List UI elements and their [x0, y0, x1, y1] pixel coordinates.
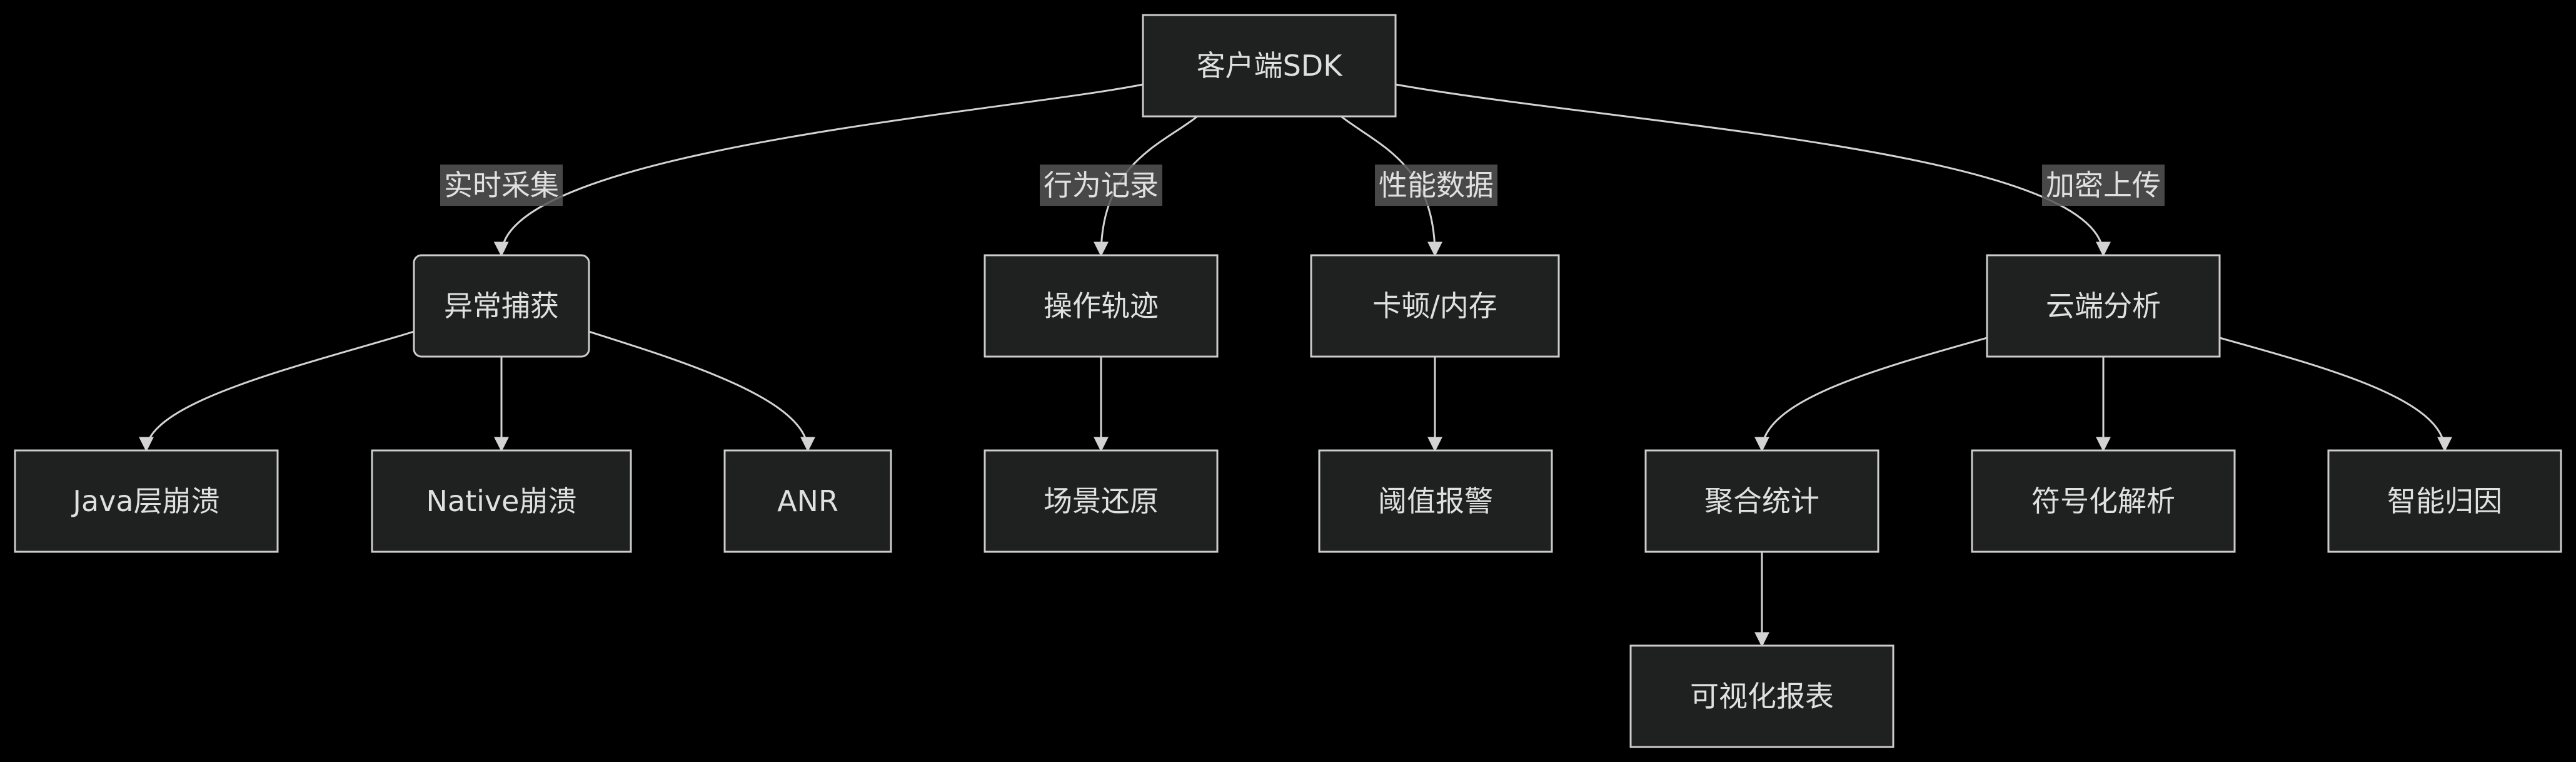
node-cloud: 云端分析 — [1986, 254, 2221, 358]
edges-layer — [139, 83, 2452, 648]
edge-exception-to-java — [139, 330, 415, 452]
node-anr-label: ANR — [777, 484, 838, 518]
node-java-label: Java层崩溃 — [71, 484, 219, 518]
node-sdk-label: 客户端SDK — [1197, 49, 1344, 83]
node-java: Java层崩溃 — [14, 449, 279, 553]
node-exception-label: 异常捕获 — [444, 289, 559, 323]
edge-label-background — [1375, 165, 1497, 206]
node-scene-label: 场景还原 — [1044, 484, 1159, 518]
edge-sdk-to-perf — [1341, 115, 1442, 257]
node-symbol-box — [1971, 449, 2236, 553]
edge-label-sdk-to-ops: 行为记录 — [1040, 165, 1162, 206]
node-threshold-label: 阈值报警 — [1378, 484, 1493, 518]
node-attribution-label: 智能归因 — [2387, 484, 2502, 518]
edge-label-sdk-to-exception: 实时采集 — [440, 165, 563, 206]
edge-exception-to-anr — [588, 330, 815, 452]
node-native-box — [371, 449, 632, 553]
edge-sdk-to-cloud — [1395, 83, 2111, 257]
node-ops-box — [984, 254, 1219, 358]
node-threshold-box — [1318, 449, 1553, 553]
node-agg-box — [1644, 449, 1879, 553]
node-native: Native崩溃 — [371, 449, 632, 553]
node-exception: 异常捕获 — [413, 254, 590, 358]
edge-cloud-to-agg — [1754, 337, 1988, 452]
node-attribution: 智能归因 — [2327, 449, 2562, 553]
edge-label-sdk-to-cloud: 加密上传 — [2042, 165, 2165, 206]
edge-labels-layer: 实时采集 行为记录 性能数据 加密上传 — [440, 165, 2165, 206]
node-threshold: 阈值报警 — [1318, 449, 1553, 553]
node-agg: 聚合统计 — [1644, 449, 1879, 553]
nodes-layer: 客户端SDK 异常捕获 操作轨迹 卡顿/内存 云端分析 Java层崩溃 Native崩溃 AN… — [14, 14, 2562, 748]
node-scene: 场景还原 — [984, 449, 1219, 553]
edge-label-background — [1040, 165, 1162, 206]
node-perf-box — [1310, 254, 1560, 358]
node-report-label: 可视化报表 — [1690, 679, 1834, 713]
node-symbol: 符号化解析 — [1971, 449, 2236, 553]
edge-label-sdk-to-perf: 性能数据 — [1375, 165, 1497, 206]
node-sdk-box — [1142, 14, 1397, 118]
edge-cloud-to-attribution — [2219, 337, 2452, 452]
edge-label-background — [440, 165, 563, 206]
node-report: 可视化报表 — [1629, 644, 1894, 748]
node-symbol-label: 符号化解析 — [2031, 484, 2175, 518]
node-anr-box — [723, 449, 892, 553]
node-exception-box — [413, 254, 590, 358]
edge-label-text: 行为记录 — [1044, 168, 1159, 202]
node-scene-box — [984, 449, 1219, 553]
node-perf-label: 卡顿/内存 — [1372, 289, 1497, 323]
node-ops: 操作轨迹 — [984, 254, 1219, 358]
node-native-label: Native崩溃 — [426, 484, 577, 518]
node-agg-label: 聚合统计 — [1704, 484, 1819, 518]
node-cloud-label: 云端分析 — [2046, 289, 2161, 323]
node-perf: 卡顿/内存 — [1310, 254, 1560, 358]
node-attribution-box — [2327, 449, 2562, 553]
node-report-box — [1629, 644, 1894, 748]
node-ops-label: 操作轨迹 — [1044, 289, 1159, 323]
node-sdk: 客户端SDK — [1142, 14, 1397, 118]
edge-label-background — [2042, 165, 2165, 206]
node-java-box — [14, 449, 279, 553]
edge-label-text: 加密上传 — [2046, 168, 2161, 202]
node-anr: ANR — [723, 449, 892, 553]
edge-label-text: 实时采集 — [444, 168, 559, 202]
edge-label-text: 性能数据 — [1379, 168, 1494, 202]
edge-sdk-to-exception — [493, 83, 1144, 257]
node-cloud-box — [1986, 254, 2221, 358]
edge-sdk-to-ops — [1094, 115, 1198, 257]
